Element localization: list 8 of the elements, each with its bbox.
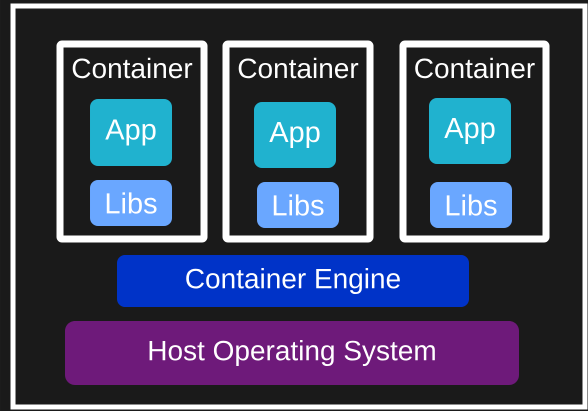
- app-box: App: [90, 99, 172, 166]
- app-box: App: [254, 102, 336, 168]
- os-bar: Host Operating System: [65, 321, 519, 385]
- engine-bar: Container Engine: [117, 255, 469, 307]
- libs-box: Libs: [90, 180, 172, 226]
- app-box: App: [429, 98, 511, 164]
- libs-box: Libs: [430, 182, 512, 228]
- libs-box: Libs: [257, 182, 339, 228]
